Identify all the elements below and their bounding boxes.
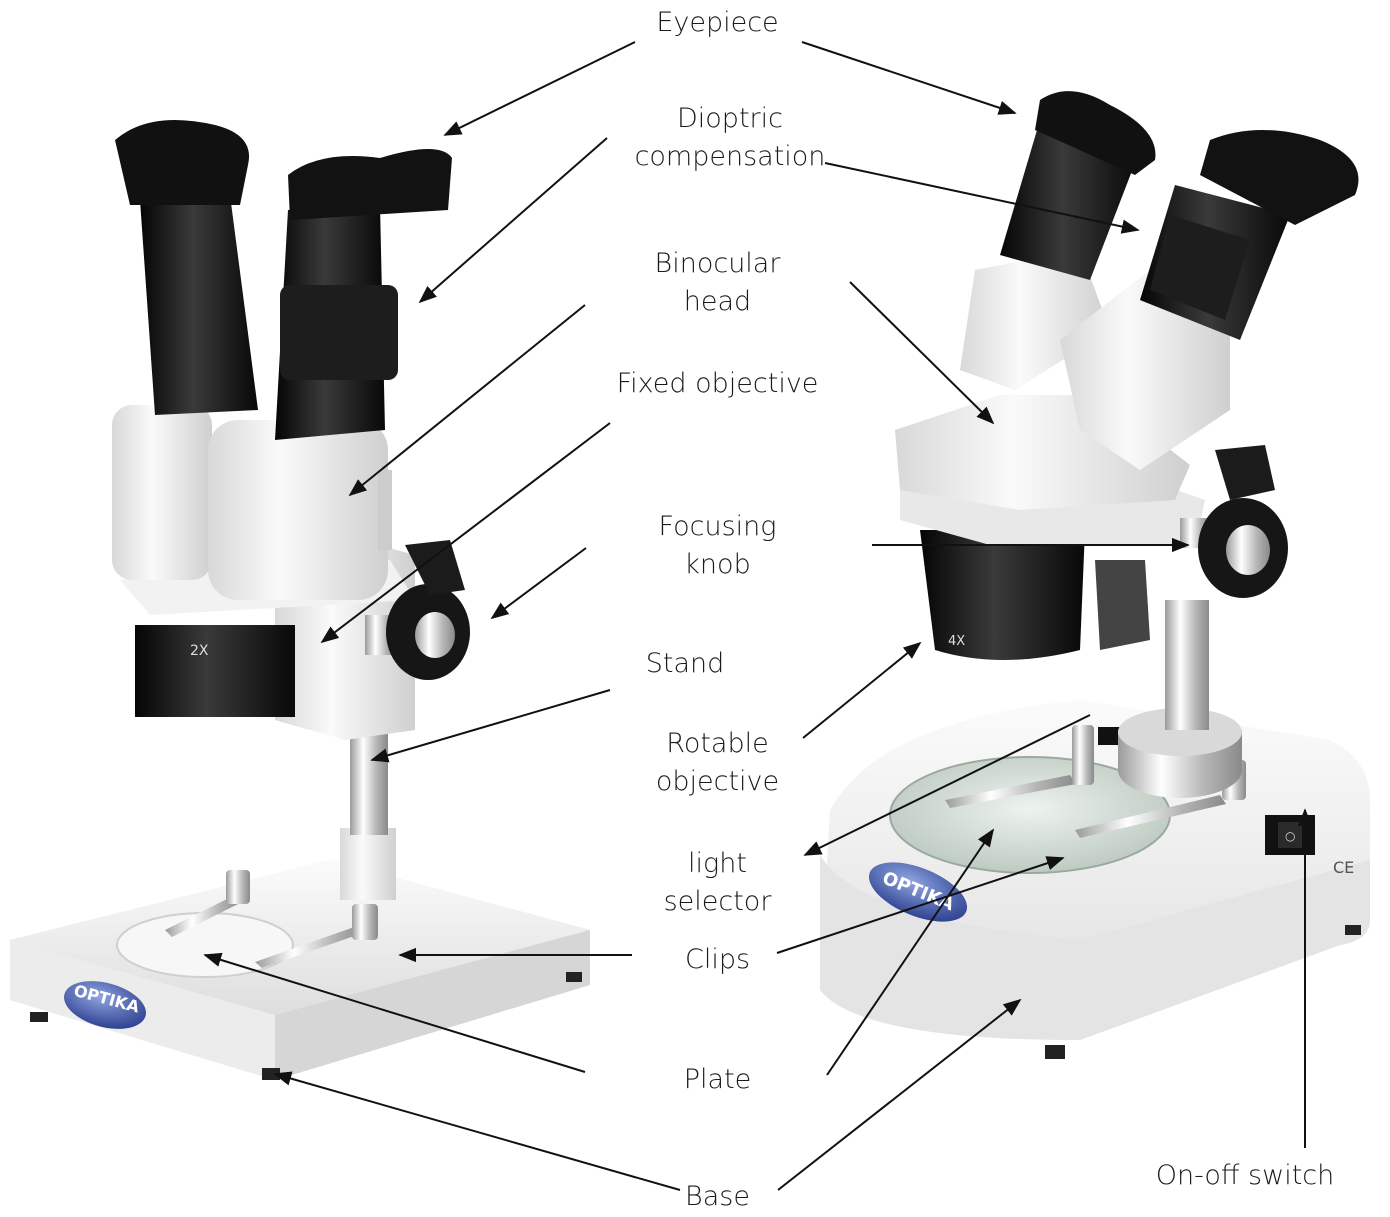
left-objective-mark: 2X [190, 643, 209, 659]
label-dioptric-compensation: Dioptric compensation [630, 100, 830, 176]
label-clips: Clips [630, 941, 805, 979]
label-light-line1: light [630, 845, 805, 883]
label-rotable-line1: Rotable [630, 725, 805, 763]
label-stand: Stand [600, 645, 770, 683]
right-onoff-switch: ○ [1265, 815, 1315, 855]
label-onoff-switch: On-off switch [1145, 1157, 1345, 1195]
left-microscope: OPTIKA 2X [10, 120, 590, 1080]
label-focusing-line2: knob [630, 546, 805, 584]
left-eyepieces [115, 120, 452, 440]
label-rotable-line2: objective [630, 763, 805, 801]
label-plate: Plate [630, 1061, 805, 1099]
left-plate [117, 913, 293, 977]
label-fixed-objective: Fixed objective [610, 365, 825, 403]
right-objective-mark: 4X [948, 634, 965, 649]
svg-text:○: ○ [1285, 829, 1295, 843]
label-binocular-head: Binocular head [630, 245, 805, 321]
arrow-eyepiece-right [802, 42, 1015, 113]
label-base: Base [630, 1178, 805, 1216]
right-microscope: ○ CE OPTIKA 4X [820, 91, 1370, 1059]
right-focusing-knob [1180, 445, 1288, 598]
label-dioptric-line1: Dioptric [630, 100, 830, 138]
left-fixed-objective [135, 625, 295, 717]
label-binocular-line1: Binocular [630, 245, 805, 283]
label-dioptric-line2: compensation [630, 138, 830, 176]
label-light-selector: light selector [630, 845, 805, 921]
arrow-eyepiece-left [445, 42, 635, 135]
label-focusing-knob: Focusing knob [630, 508, 805, 584]
arrow-focusing-left [492, 548, 586, 618]
ce-mark: CE [1333, 858, 1354, 877]
label-focusing-line1: Focusing [630, 508, 805, 546]
label-binocular-line2: head [630, 283, 805, 321]
arrow-rotable-objective [803, 643, 920, 738]
label-light-line2: selector [630, 883, 805, 921]
label-eyepiece: Eyepiece [630, 4, 805, 42]
arrow-base-right [778, 1000, 1020, 1190]
left-stand [340, 720, 396, 900]
left-binocular-head [112, 405, 392, 600]
arrow-base-left [275, 1074, 680, 1190]
right-rotable-objective: 4X [920, 530, 1150, 660]
label-rotable-objective: Rotable objective [630, 725, 805, 801]
